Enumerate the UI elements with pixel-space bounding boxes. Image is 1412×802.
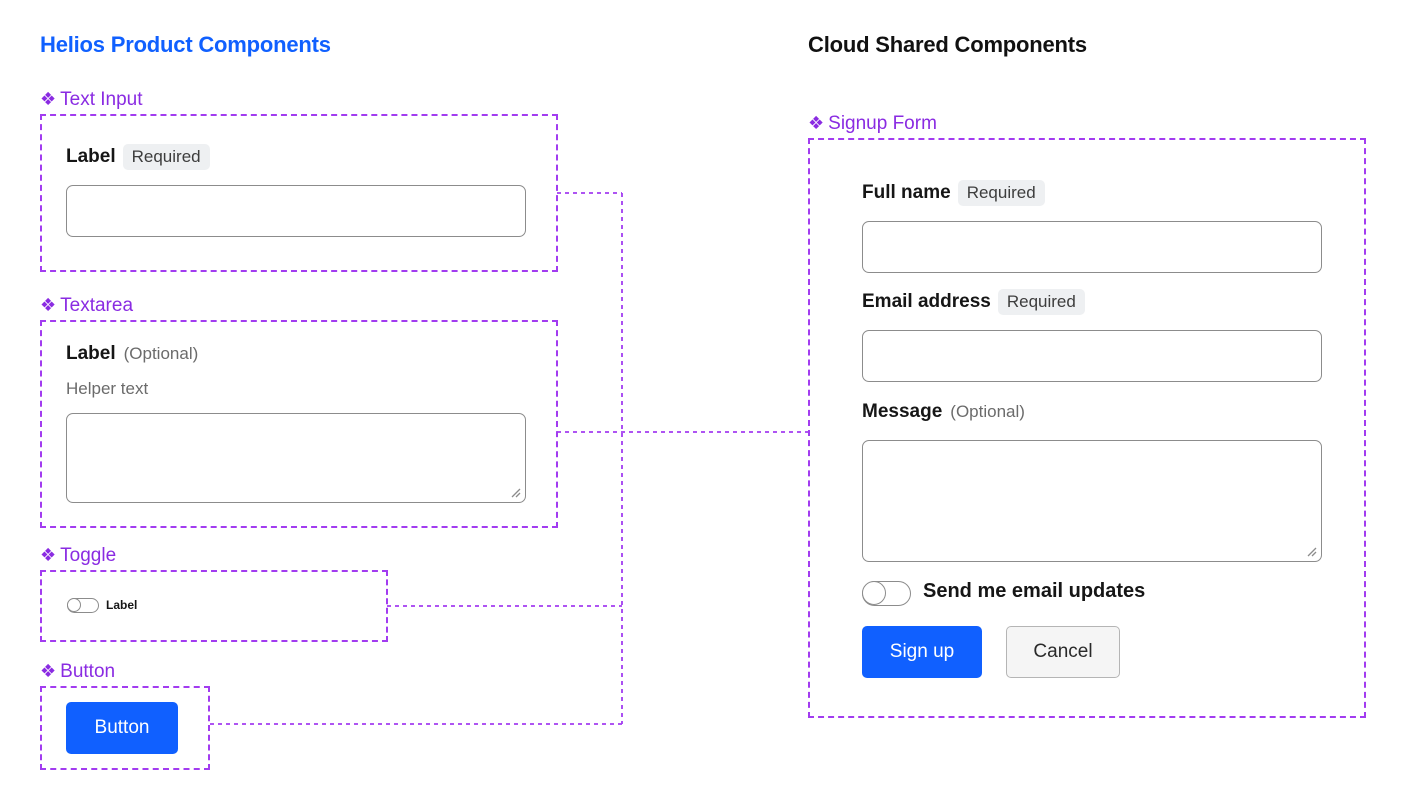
textarea-field[interactable] <box>66 413 526 503</box>
button-frame <box>40 686 210 770</box>
textarea-frame <box>40 320 558 528</box>
text-input-title-label: Text Input <box>60 89 143 110</box>
component-icon: ❖ <box>40 661 57 681</box>
right-heading: Cloud Shared Components <box>808 32 1087 57</box>
toggle-component-title: ❖Toggle <box>40 544 116 567</box>
toggle-switch[interactable] <box>67 598 99 613</box>
toggle-frame <box>40 570 388 642</box>
toggle-label: Label <box>106 598 138 612</box>
toggle-knob <box>862 581 886 605</box>
signup-form-title-label: Signup Form <box>828 113 937 134</box>
email-label: Email address <box>862 291 991 312</box>
primary-button[interactable]: Button <box>66 702 178 754</box>
email-label-row: Email address Required <box>862 289 1085 315</box>
text-input-field[interactable] <box>66 185 526 237</box>
sign-up-button[interactable]: Sign up <box>862 626 982 678</box>
required-badge: Required <box>122 144 210 170</box>
textarea-label-row: Label (Optional) <box>66 343 198 365</box>
required-badge: Required <box>997 289 1085 315</box>
cancel-button[interactable]: Cancel <box>1006 626 1120 678</box>
component-icon: ❖ <box>808 113 825 133</box>
text-input-frame <box>40 114 558 272</box>
full-name-label-row: Full name Required <box>862 180 1045 206</box>
optional-indicator: (Optional) <box>950 402 1025 421</box>
resize-handle-icon[interactable] <box>509 486 521 498</box>
required-badge: Required <box>957 180 1045 206</box>
component-icon: ❖ <box>40 545 57 565</box>
button-title-label: Button <box>60 661 116 682</box>
textarea-helper-text: Helper text <box>66 379 149 398</box>
toggle-title-label: Toggle <box>60 545 117 566</box>
resize-handle-icon[interactable] <box>1305 545 1317 557</box>
button-component-title: ❖Button <box>40 660 115 683</box>
full-name-input[interactable] <box>862 221 1322 273</box>
component-icon: ❖ <box>40 295 57 315</box>
message-label-row: Message (Optional) <box>862 401 1025 423</box>
left-heading: Helios Product Components <box>40 32 331 57</box>
signup-form-frame <box>808 138 1366 718</box>
toggle-knob <box>67 598 81 612</box>
signup-form-component-title: ❖Signup Form <box>808 112 937 135</box>
full-name-label: Full name <box>862 182 951 203</box>
text-input-label-row: Label Required <box>66 144 210 170</box>
message-textarea[interactable] <box>862 440 1322 562</box>
text-input-component-title: ❖Text Input <box>40 88 143 111</box>
textarea-component-title: ❖Textarea <box>40 294 133 317</box>
email-input[interactable] <box>862 330 1322 382</box>
component-icon: ❖ <box>40 89 57 109</box>
email-updates-toggle[interactable] <box>862 581 911 606</box>
message-label: Message <box>862 401 943 422</box>
optional-indicator: (Optional) <box>123 344 199 363</box>
email-updates-label: Send me email updates <box>923 580 1146 602</box>
textarea-label: Label <box>66 343 116 364</box>
text-input-label: Label <box>66 146 116 167</box>
textarea-title-label: Textarea <box>60 295 134 316</box>
